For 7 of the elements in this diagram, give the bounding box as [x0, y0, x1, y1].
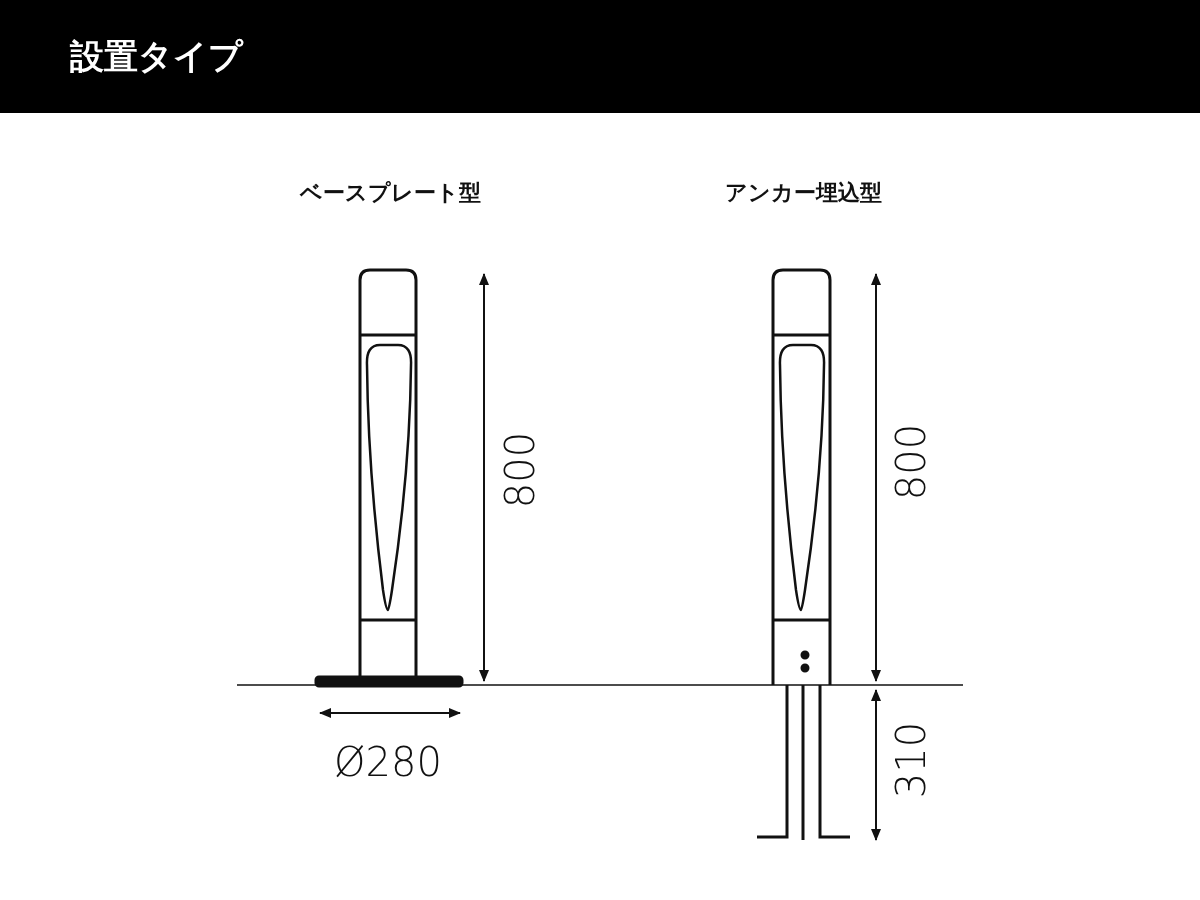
- type-heading: アンカー埋込型: [724, 179, 882, 207]
- dimension-label: 800: [497, 431, 544, 509]
- type-heading: ベースプレート型: [299, 179, 481, 207]
- page-title: 設置タイプ: [70, 35, 243, 78]
- dimension-label: 800: [888, 423, 935, 501]
- dimension-label: Ø280: [334, 739, 442, 785]
- dimension-label: 310: [888, 721, 935, 799]
